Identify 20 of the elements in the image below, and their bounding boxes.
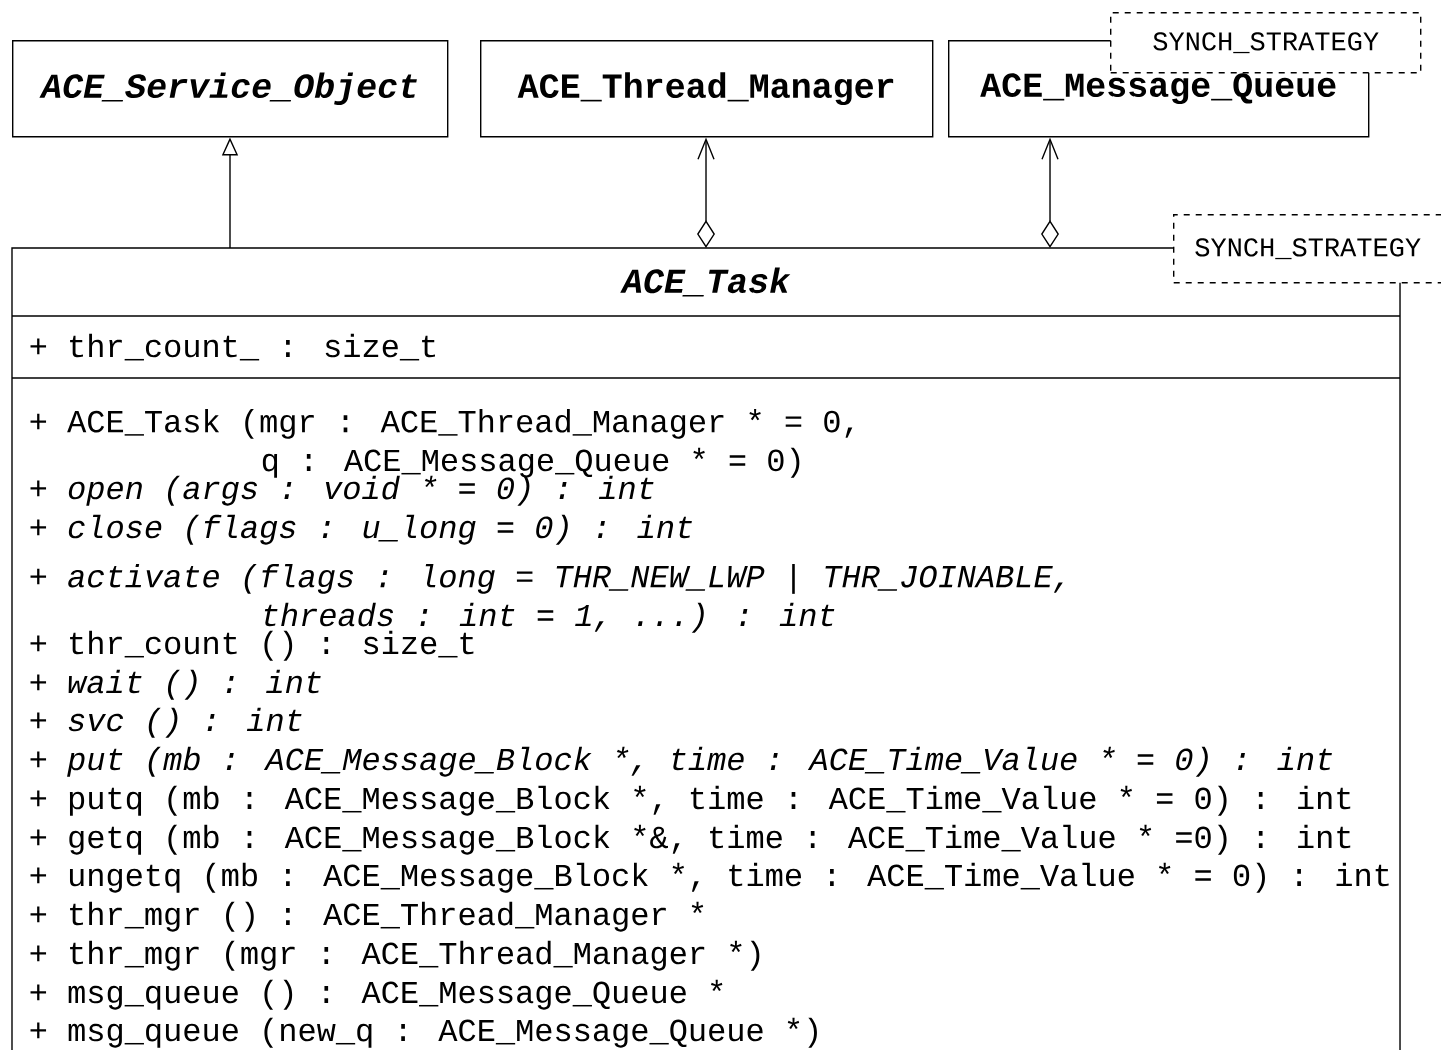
method-text: + close (flags : u_long = 0) : int [30,514,692,545]
method-text: + thr_mgr () : ACE_Thread_Manager * [30,901,704,932]
template-parameter-box: SYNCH_STRATEGY [1173,214,1441,284]
method-text: + msg_queue (new_q : ACE_Message_Queue *) [30,1017,817,1048]
class-box: ACE_Service_Object [12,40,449,138]
method-text: + putq (mb : ACE_Message_Block *, time : ACE_Time_Value * = 0) : int [30,785,1351,816]
method-text: + msg_queue () : ACE_Message_Queue * [30,979,723,1010]
method-text: + thr_count () : size_t [30,630,474,661]
method-text: + put (mb : ACE_Message_Block *, time : ACE_Time_Value * = 0) : int [30,746,1332,777]
aggregation-arrow [697,137,715,248]
attribute-text: + thr_count_ : size_t [30,333,435,361]
method-text: + thr_mgr (mgr : ACE_Thread_Manager *) [30,940,760,971]
aggregation-arrow [1041,137,1059,248]
template-parameter-box: SYNCH_STRATEGY [1110,12,1422,74]
class-name: ACE_Task [620,267,791,297]
method-text: + getq (mb : ACE_Message_Block *&, time : ACE_Time_Value * =0) : int [30,824,1351,855]
method-text: + svc () : int [30,707,302,738]
class-box: ACE_Thread_Manager [480,40,934,138]
method-text: + ungetq (mb : ACE_Message_Block *, time : ACE_Time_Value * = 0) : int [30,862,1389,893]
method-text: + wait () : int [30,669,321,700]
